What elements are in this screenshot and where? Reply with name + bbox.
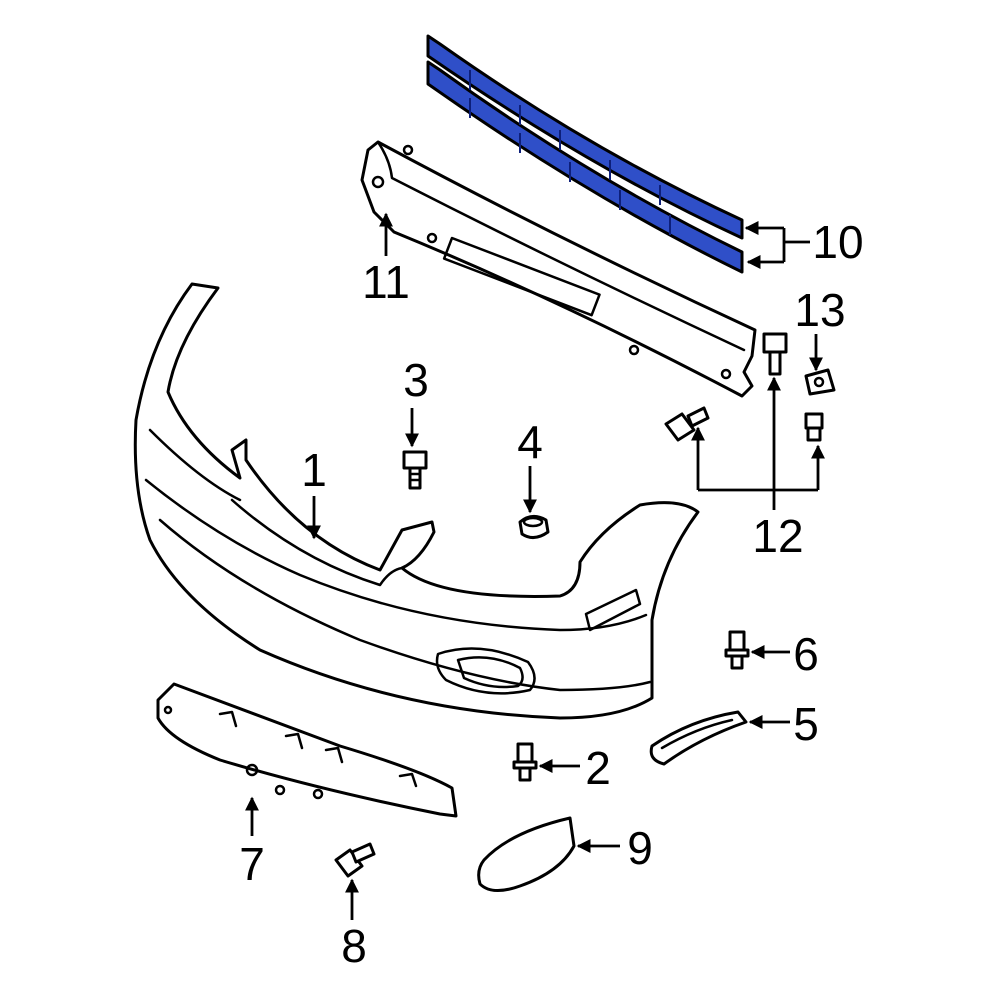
impact-bar[interactable] (360, 140, 757, 398)
callout-6: 6 (793, 628, 819, 680)
bolt-12-a[interactable] (762, 332, 788, 376)
bolt-3[interactable] (402, 450, 428, 490)
deflector-shield-7[interactable] (156, 682, 458, 818)
callout-8: 8 (341, 920, 367, 972)
bumper-cover[interactable] (133, 282, 700, 720)
callout-7: 7 (239, 838, 265, 890)
energy-absorber-strips[interactable] (426, 34, 744, 274)
callout-3: 3 (403, 354, 429, 406)
callout-labels: 1 2 3 4 5 6 7 8 9 10 11 12 13 (239, 216, 863, 972)
stud-2[interactable] (512, 742, 538, 782)
reflector-5[interactable] (649, 710, 748, 766)
leader-lines (245, 212, 825, 920)
nut-13[interactable] (804, 368, 836, 396)
stud-6[interactable] (724, 630, 750, 670)
callout-12: 12 (752, 510, 803, 562)
callout-9: 9 (627, 822, 653, 874)
callout-11: 11 (362, 256, 410, 308)
callout-2: 2 (585, 742, 611, 794)
cover-panel-9[interactable] (477, 816, 576, 892)
callout-1: 1 (301, 444, 327, 496)
bolt-12-b[interactable] (664, 406, 710, 442)
stud-12-c[interactable] (804, 412, 824, 442)
callout-13: 13 (794, 284, 845, 336)
bolt-8[interactable] (334, 842, 376, 878)
callout-5: 5 (793, 698, 819, 750)
callout-10: 10 (812, 216, 863, 268)
clip-4[interactable] (518, 515, 550, 539)
callout-4: 4 (517, 416, 543, 468)
